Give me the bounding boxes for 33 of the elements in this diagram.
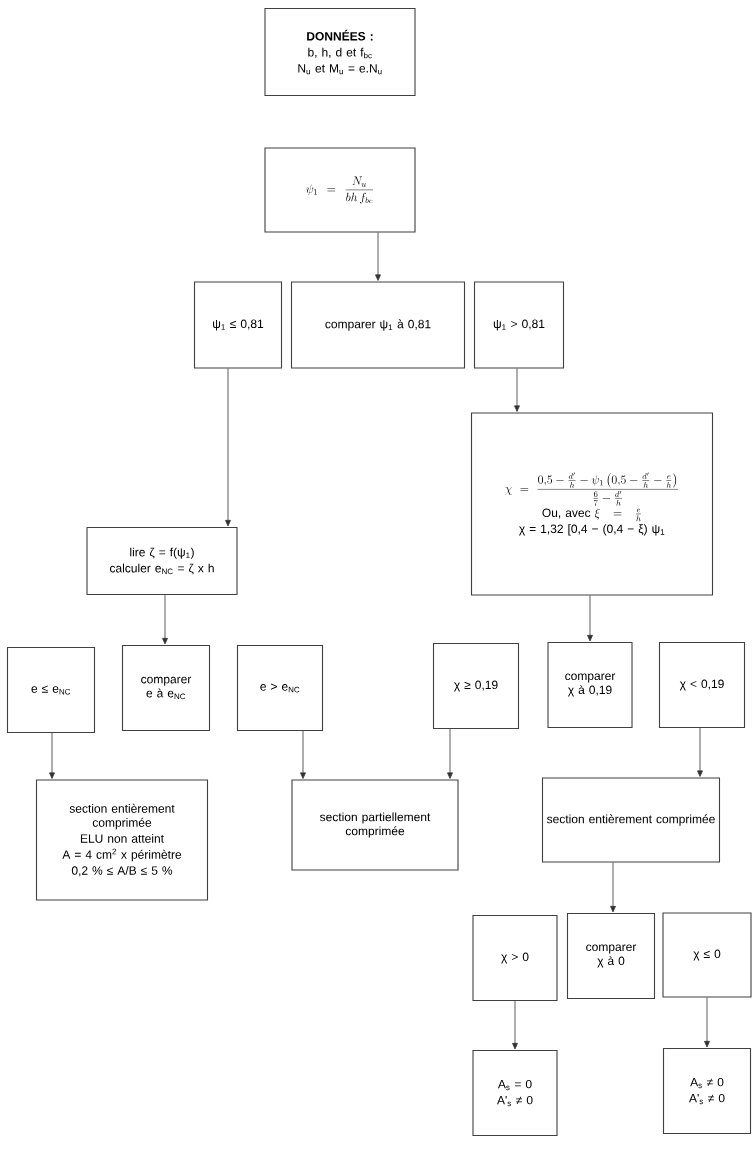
flowchart-box: section entièrement comprimée ELU non atteint A = 4 cm$^{2}$ x périmètre 0,2 % ≤ A/B ≤ 5 %	[35, 779, 209, 901]
flowchart-box: section entièrement comprimée	[541, 777, 721, 863]
arrow	[49, 732, 55, 779]
arrow	[375, 232, 381, 281]
arrow	[162, 594, 168, 645]
flowchart-box: A$_{s}$ ≠ 0 A'$_{s}$ ≠ 0	[662, 1047, 752, 1135]
flowchart-box: ψ$_{1}$ ≤ 0,81	[193, 281, 283, 369]
flowchart-box: χ > 0	[472, 914, 558, 1002]
flowchart-box: χ < 0,19	[658, 641, 746, 729]
flowchart-box: comparer χ à 0	[566, 912, 656, 1000]
flowchart-box: lire ζ = f(ψ$_{1}$) calculer e$_{NC}$ = ζ x h	[86, 526, 238, 596]
flowchart-box: comparer χ à 0,19	[547, 641, 633, 729]
flowchart-box: $\psi_1 = \dfrac{N_u}{bh\, f_{bc}}$	[264, 147, 416, 233]
flowchart-box: χ ≤ 0	[662, 912, 752, 998]
arrow	[512, 1000, 518, 1050]
arrow	[697, 727, 703, 777]
arrow	[514, 368, 520, 412]
arrow	[300, 730, 306, 779]
flowchart-box: ψ$_{1}$ > 0,81	[473, 281, 565, 369]
arrow	[704, 997, 710, 1048]
flowchart-box: A$_{s}$ = 0 A'$_{s}$ ≠ 0	[472, 1049, 558, 1137]
flowchart-box: section partiellement comprimée	[291, 779, 459, 871]
flowchart-box: comparer e à e$_{NC}$	[121, 644, 211, 732]
arrow	[225, 368, 231, 527]
flowchart-box: $\chi = \dfrac{0{,}5 - \frac{d'}{h} - \psi_1 \left(0{,}5 - \frac{d'}{h} - \frac{e}{h}\right)}{\frac{6}{7} - \frac{d'}{h}}$ $\text{Ou, avec } \xi = \frac{e}{h}$ χ = 1,32 [0,4 − (0,4 − ξ) ψ$_{1}$	[470, 412, 714, 596]
flowchart-box: DONNÉES : b, h, d et f$_{bc}$ N$_{u}$ et M$_{u}$ = e.N$_{u}$	[264, 7, 416, 97]
arrow	[610, 862, 616, 913]
arrow	[447, 728, 453, 779]
flowchart-box: e ≤ e$_{NC}$	[6, 646, 96, 734]
flowchart-box: χ ≥ 0,19	[432, 642, 520, 730]
flowchart-box: e > e$_{NC}$	[236, 644, 324, 732]
flowchart-box: comparer ψ$_{1}$ à 0,81	[290, 281, 466, 369]
arrow	[587, 595, 593, 642]
